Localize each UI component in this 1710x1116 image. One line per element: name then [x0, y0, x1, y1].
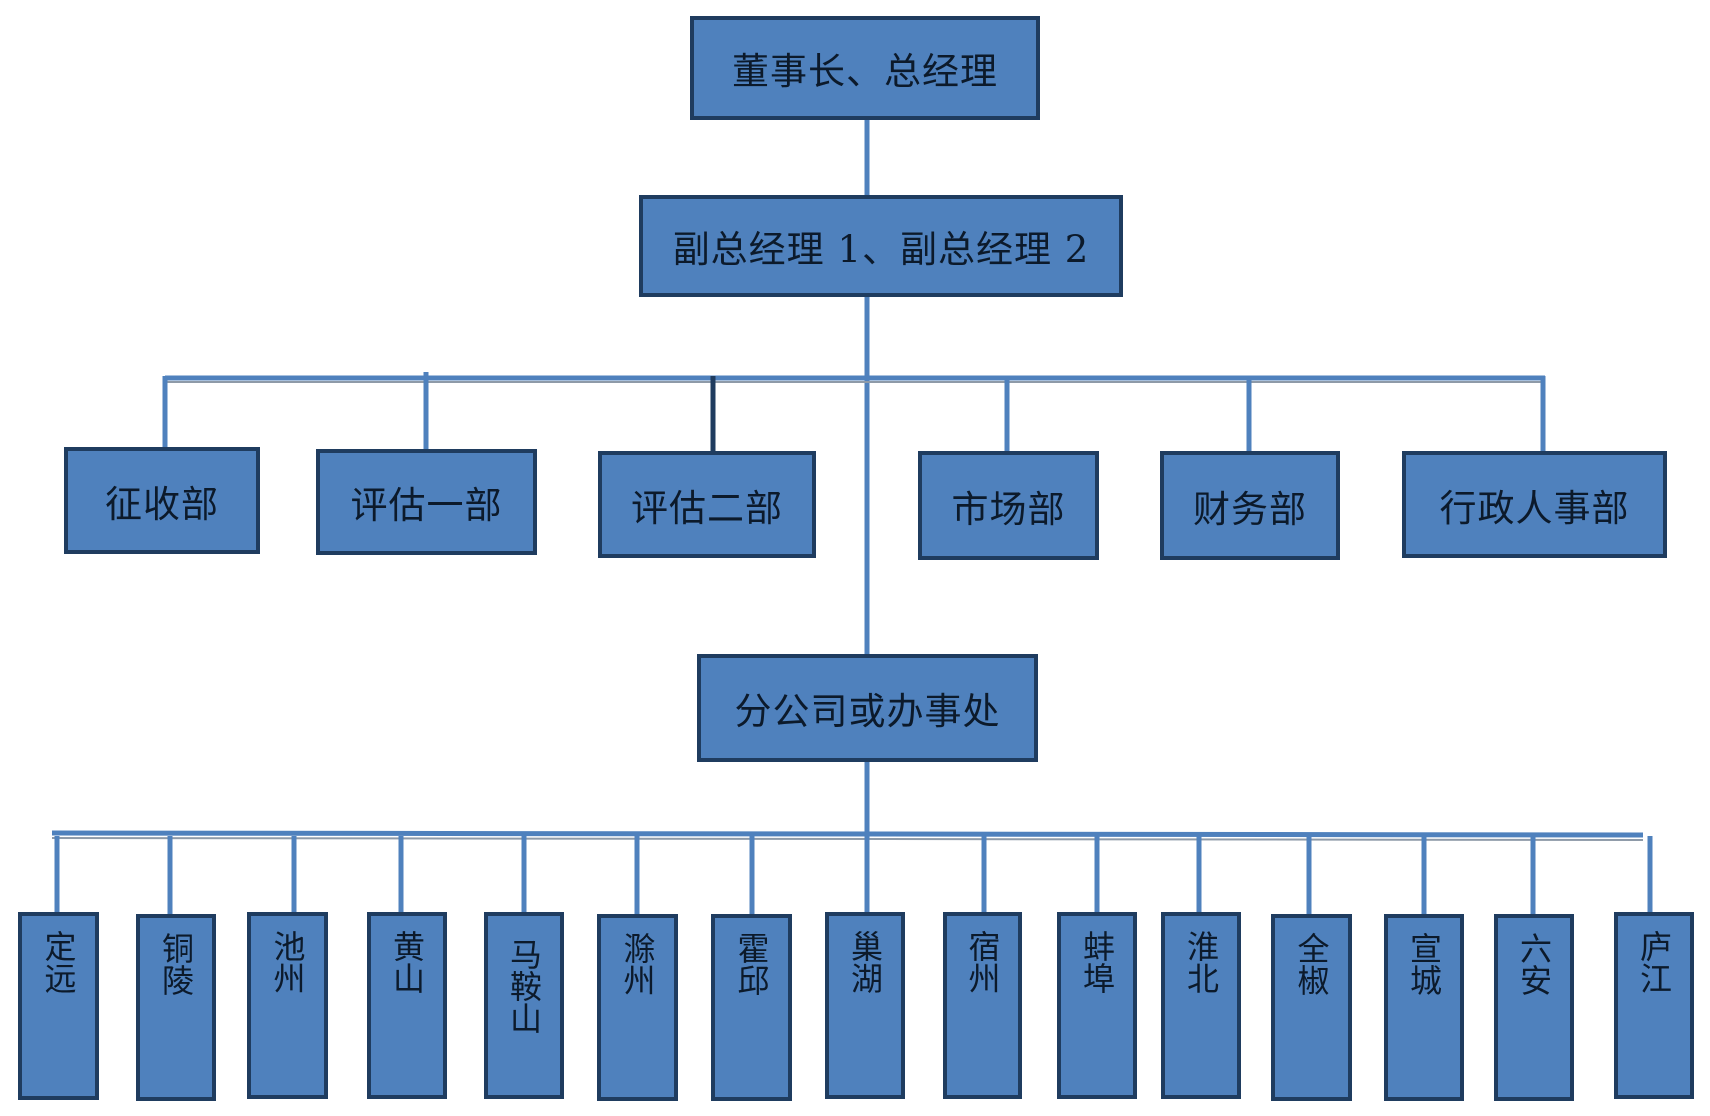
node-department: 行政人事部 — [1402, 451, 1667, 558]
node-vice-managers: 副总经理 1、副总经理 2 — [639, 195, 1123, 297]
node-department: 评估一部 — [316, 449, 537, 555]
branch-bar — [51, 830, 1644, 838]
node-department: 市场部 — [918, 451, 1099, 560]
branch-label: 宿州 — [963, 930, 1002, 994]
node-branch: 淮北 — [1161, 912, 1241, 1099]
branch-label: 霍邱 — [732, 932, 771, 996]
node-branch: 宿州 — [943, 912, 1022, 1099]
node-branch: 滁州 — [597, 914, 678, 1101]
node-department: 评估二部 — [598, 451, 816, 558]
node-branch: 蚌埠 — [1057, 912, 1137, 1099]
department-label: 行政人事部 — [1439, 486, 1630, 530]
department-label: 市场部 — [951, 487, 1066, 531]
node-branch: 霍邱 — [711, 914, 792, 1101]
branch-label: 全椒 — [1292, 932, 1331, 996]
department-label: 评估二部 — [631, 486, 783, 530]
node-branch: 铜陵 — [136, 914, 216, 1101]
branch-label: 黄山 — [388, 930, 426, 994]
branch-label: 滁州 — [618, 932, 657, 996]
node-branch: 巢湖 — [825, 912, 905, 1099]
branch-label: 庐江 — [1635, 930, 1673, 994]
branch-label: 铜陵 — [157, 932, 195, 996]
branch-label: 六安 — [1515, 932, 1553, 996]
branch-label: 定远 — [39, 930, 78, 994]
branch-label: 宣城 — [1405, 932, 1443, 996]
node-chairman: 董事长、总经理 — [690, 16, 1040, 120]
department-label: 财务部 — [1193, 487, 1307, 531]
node-branch: 庐江 — [1614, 912, 1694, 1099]
node-branch: 全椒 — [1271, 914, 1352, 1101]
branch-label: 池州 — [268, 930, 307, 994]
department-label: 评估一部 — [350, 484, 503, 527]
node-department: 财务部 — [1160, 451, 1340, 560]
branch-label: 淮北 — [1182, 930, 1220, 994]
node-branch: 池州 — [247, 912, 328, 1099]
node-branch: 六安 — [1494, 914, 1574, 1101]
node-vice-managers-label: 副总经理 1、副总经理 2 — [672, 228, 1090, 271]
branch-label: 马鞍山 — [505, 938, 543, 1034]
branch-label: 巢湖 — [846, 930, 884, 994]
node-branch-office: 分公司或办事处 — [697, 654, 1038, 762]
node-branch: 宣城 — [1384, 914, 1464, 1101]
department-label: 征收部 — [105, 482, 219, 526]
node-chairman-label: 董事长、总经理 — [732, 50, 998, 93]
branch-label: 蚌埠 — [1078, 930, 1116, 994]
node-branch: 马鞍山 — [484, 912, 564, 1099]
node-branch: 定远 — [18, 912, 99, 1100]
node-branch: 黄山 — [367, 912, 447, 1099]
node-branch-office-label: 分公司或办事处 — [734, 690, 1001, 733]
node-department: 征收部 — [64, 447, 260, 554]
